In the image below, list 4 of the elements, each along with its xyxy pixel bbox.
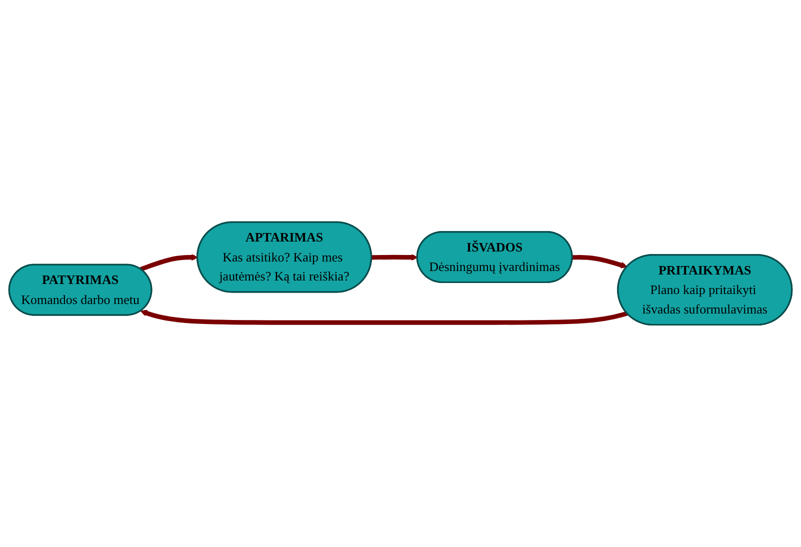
arrow <box>572 255 628 268</box>
arrow <box>140 254 198 272</box>
arrow <box>140 310 628 325</box>
arrow <box>372 254 418 261</box>
